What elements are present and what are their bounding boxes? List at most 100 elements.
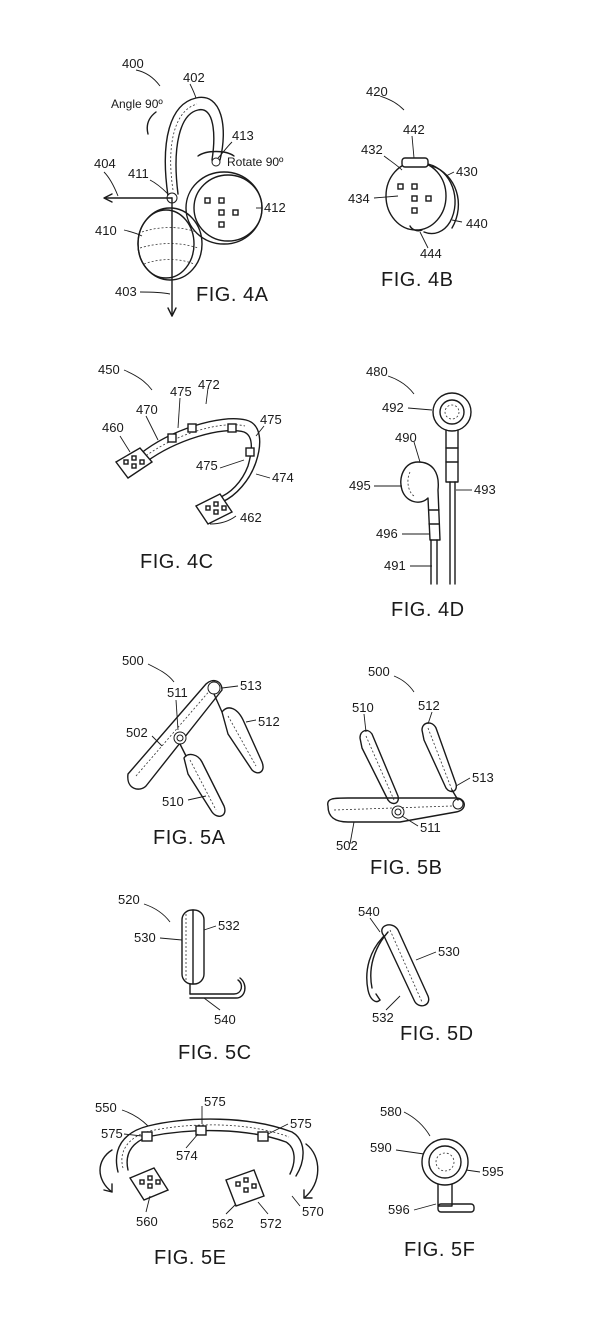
fig4d-ref-label: 495 [349,478,371,493]
fig5b-ref-label: 513 [472,770,494,785]
fig4d-earbuds-drawing [400,392,472,585]
fig5e-caption: FIG. 5E [154,1247,226,1269]
fig5f-ref-label: 596 [388,1202,410,1217]
fig4b-ref-label: 430 [456,164,478,179]
fig4a-ref-label: 404 [94,156,116,171]
fig5d-ref-label: 532 [372,1010,394,1025]
fig4a-ref-label: 411 [128,166,149,181]
fig5a-ref-label: 510 [162,794,184,809]
fig5e-ref-label: 574 [176,1148,198,1163]
fig5b-ref-label: 502 [336,838,358,853]
fig5d-ref-label: 530 [438,944,460,959]
fig5b-ref-label: 510 [352,700,374,715]
fig4d-ref-label: 480 [366,364,388,379]
fig4d-ref-label: 493 [474,482,496,497]
fig5e-ref-label: 572 [260,1216,282,1231]
fig4a-ref-label: 413 [232,128,254,143]
fig5b-ref-label: 511 [420,820,441,835]
fig5c-ref-label: 540 [214,1012,236,1027]
figure-5b: 500 510 512 513 511 502 FIG. 5B [327,664,494,879]
fig5b-headset-drawing [327,722,465,823]
fig4a-leaders [103,69,262,295]
fig5b-ref-label: 512 [418,698,440,713]
fig5c-ref-label: 532 [218,918,240,933]
fig4d-ref-label: 496 [376,526,398,541]
fig5f-ref-label: 595 [482,1164,504,1179]
fig4d-ref-label: 490 [395,430,417,445]
fig5e-ref-label: 550 [95,1100,117,1115]
fig5a-ref-label: 512 [258,714,280,729]
fig4c-leaders [119,369,271,525]
figure-5a: 500 513 511 512 502 510 FIG. 5A [122,653,280,849]
fig4b-ref-label: 434 [348,191,370,206]
fig5f-ref-label: 580 [380,1104,402,1119]
fig5c-leaders [143,903,221,1011]
fig5c-ref-label: 520 [118,892,140,907]
fig4c-ref-label: 475 [196,458,218,473]
fig5e-ref-label: 575 [204,1094,226,1109]
fig4c-ref-label: 450 [98,362,120,377]
fig5a-ref-label: 502 [126,725,148,740]
fig5c-caption: FIG. 5C [178,1042,252,1064]
fig4a-caption: FIG. 4A [196,284,269,306]
fig5e-ref-label: 575 [290,1116,312,1131]
fig4c-ref-label: 462 [240,510,262,525]
fig5f-caption: FIG. 5F [404,1239,475,1261]
fig5e-ref-label: 562 [212,1216,234,1231]
fig4c-ref-label: 472 [198,377,220,392]
fig4b-earpiece-drawing [385,157,460,235]
fig4d-caption: FIG. 4D [391,599,465,621]
fig4c-neckband-drawing [114,418,261,525]
fig5d-earpiece-drawing [366,924,430,1007]
fig4d-leaders [374,375,472,567]
figure-4d: 480 492 490 495 493 496 491 FIG. 4D [349,364,496,621]
fig4b-ref-label: 432 [361,142,383,157]
fig5d-ref-label: 540 [358,904,380,919]
figure-5e: 550 575 575 575 574 560 562 572 570 FIG.… [95,1094,324,1269]
fig4a-angle-note: Angle 90º [111,97,163,111]
fig4a-ref-label: 400 [122,56,144,71]
fig5e-ref-label: 575 [101,1126,123,1141]
fig4b-caption: FIG. 4B [381,269,453,291]
fig4b-ref-label: 442 [403,122,425,137]
figure-5d: 540 530 532 FIG. 5D [358,904,474,1045]
fig5e-leaders [121,1106,301,1215]
fig4a-ref-label: 412 [264,200,286,215]
fig4c-ref-label: 475 [170,384,192,399]
fig4b-ref-label: 420 [366,84,388,99]
fig4d-ref-label: 492 [382,400,404,415]
figure-5c: 520 530 532 540 FIG. 5C [118,892,252,1064]
fig5c-ref-label: 530 [134,930,156,945]
fig5d-caption: FIG. 5D [400,1023,474,1045]
fig5a-ref-label: 513 [240,678,262,693]
fig4c-ref-label: 460 [102,420,124,435]
figure-4a: 400 402 404 411 413 410 412 403 Angle 90… [94,56,286,317]
fig4c-ref-label: 470 [136,402,158,417]
fig4a-rotate-note: Rotate 90º [227,155,284,169]
fig4c-ref-label: 475 [260,412,282,427]
figure-4c: 450 475 472 470 460 475 475 474 462 FIG.… [98,362,294,573]
fig4a-ref-label: 403 [115,284,137,299]
fig5f-leaders [395,1111,481,1211]
fig5f-earpiece-drawing [421,1138,475,1213]
fig5a-ref-label: 500 [122,653,144,668]
fig4b-leaders [373,95,463,249]
figure-4b: 420 442 432 430 434 440 444 FIG. 4B [348,84,488,291]
fig5e-ref-label: 560 [136,1214,158,1229]
fig5a-leaders [147,663,257,801]
fig5b-caption: FIG. 5B [370,857,442,879]
fig4b-ref-label: 444 [420,246,442,261]
fig4c-ref-label: 474 [272,470,294,485]
fig5b-ref-label: 500 [368,664,390,679]
fig4a-ref-label: 410 [95,223,117,238]
fig5f-ref-label: 590 [370,1140,392,1155]
fig5d-leaders [369,917,437,1011]
fig4b-ref-label: 440 [466,216,488,231]
fig4c-caption: FIG. 4C [140,551,214,573]
fig5a-headset-drawing [127,679,264,817]
fig5e-ref-label: 570 [302,1204,324,1219]
fig4a-ref-label: 402 [183,70,205,85]
fig5c-earpiece-drawing [181,909,246,999]
fig4d-ref-label: 491 [384,558,406,573]
